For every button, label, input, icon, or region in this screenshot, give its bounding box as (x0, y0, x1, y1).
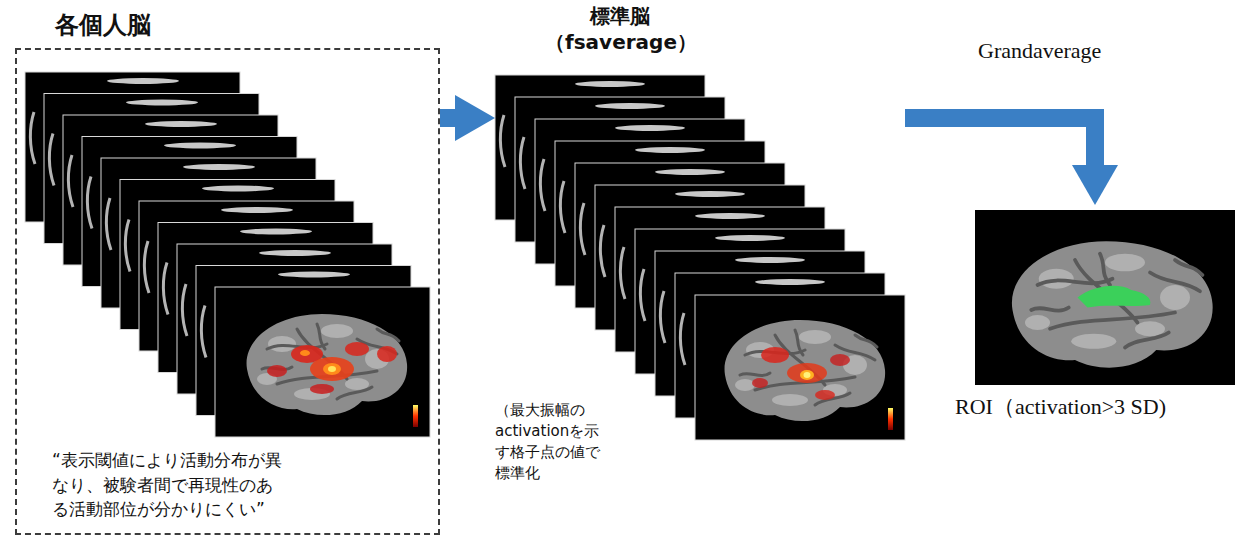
activation-map (267, 342, 397, 394)
brain-surface (1012, 241, 1213, 367)
brain-surface (725, 320, 886, 421)
panel-heading: 標準脳 （fsaverage） (545, 3, 695, 55)
roi-region (1078, 286, 1151, 308)
image-frame (975, 210, 1235, 385)
brain-activation-image (215, 287, 430, 437)
edge-label: Grandaverage (975, 38, 1104, 64)
panel-heading: 各個人脳 (55, 10, 151, 40)
color-bar (413, 405, 418, 427)
color-bar (888, 408, 893, 430)
roi-panel: ROI（activation>3 SD) (950, 205, 1241, 430)
note-text: （最大振幅のactivationを示す格子点の値で標準化 (495, 400, 613, 484)
roi-caption: ROI（activation>3 SD) (955, 393, 1235, 421)
brain-surface (1012, 241, 1213, 367)
flow-arrow (440, 109, 456, 127)
image-frame (695, 295, 905, 440)
brain-activation-image (695, 295, 905, 440)
standard-brain-stack (495, 75, 905, 440)
activation-map (752, 347, 850, 400)
subject-brain-stack (25, 72, 430, 437)
subject-brain-panel: 各個人脳“表示閾値により活動分布が異なり、被験者間で再現性のある活動部位が分かり… (15, 48, 440, 535)
brain-surface (247, 314, 408, 415)
standard-brain-panel: 標準脳 （fsaverage）（最大振幅のactivationを示す格子点の値で… (495, 75, 905, 515)
roi-image (975, 210, 1235, 385)
note-text: “表示閾値により活動分布が異なり、被験者間で再現性のある活動部位が分かりにくい” (52, 448, 284, 522)
flow-arrow (905, 118, 1095, 166)
image-frame (215, 287, 430, 437)
